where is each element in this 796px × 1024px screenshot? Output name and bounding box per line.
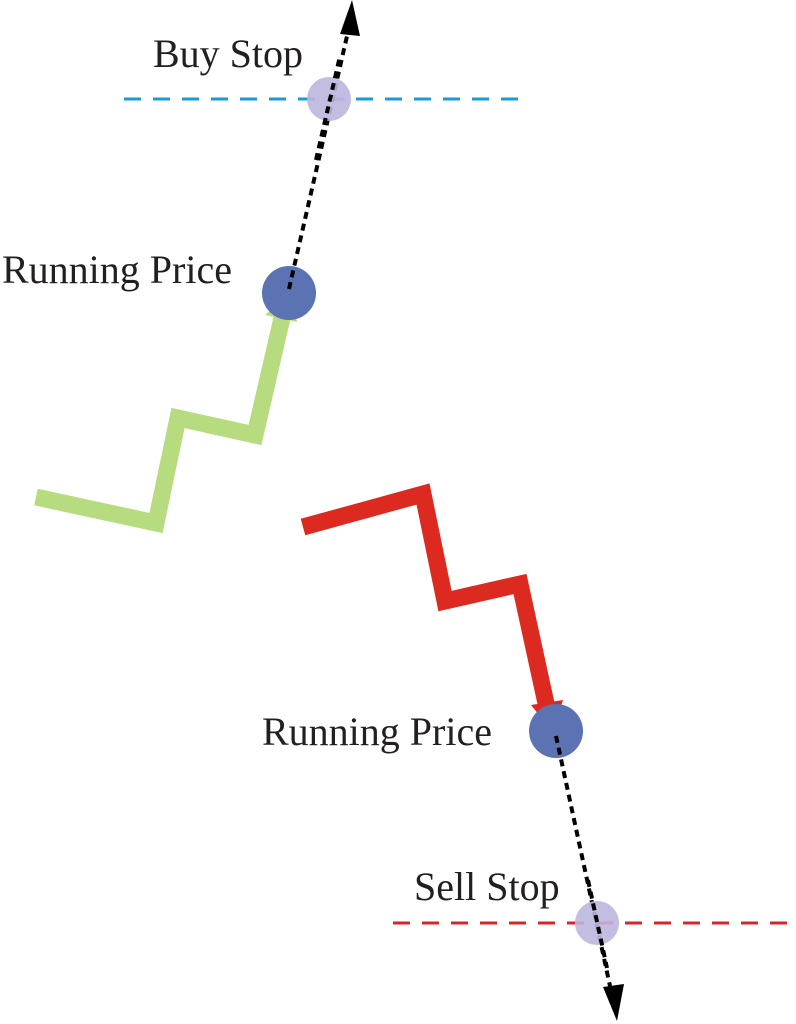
running-price-label-up: Running Price bbox=[2, 247, 232, 292]
sell-projection-arrow bbox=[554, 735, 615, 1001]
running-price-dot-down bbox=[529, 704, 583, 758]
buy-projection-arrowhead bbox=[340, 0, 360, 36]
buy-projection-overlay bbox=[314, 55, 342, 161]
running-price-label-down: Running Price bbox=[262, 709, 492, 754]
sell-stop-label: Sell Stop bbox=[414, 864, 560, 909]
down-trend-zigzag bbox=[300, 483, 556, 710]
sell-stop-dot bbox=[575, 901, 619, 945]
up-trend-zigzag bbox=[34, 316, 291, 534]
sell-projection-overlay bbox=[586, 879, 609, 969]
buy-stop-label: Buy Stop bbox=[153, 31, 303, 76]
running-price-dot-up bbox=[262, 266, 316, 320]
sell-projection-arrowhead bbox=[603, 984, 624, 1021]
